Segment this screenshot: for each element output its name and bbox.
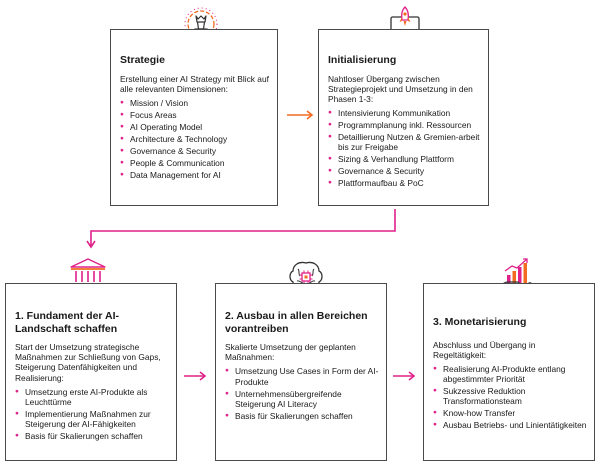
list-item: Umsetzung erste AI-Produkte als Leuchttü… xyxy=(15,387,170,407)
list-item: Intensivierung Kommunikation xyxy=(328,108,482,118)
list-item: Sizing & Verhandlung Plattform xyxy=(328,154,482,164)
brain-chip-icon xyxy=(289,261,323,292)
phase1-title: 1. Fundament der AI-Landschaft schaffen xyxy=(15,310,120,335)
strategie-list: Mission / Vision Focus Areas AI Operatin… xyxy=(120,98,269,180)
list-item: Mission / Vision xyxy=(120,98,269,108)
list-item: Realisierung AI-Produkte entlang abgesti… xyxy=(433,364,588,384)
arrow-phase1-to-phase2 xyxy=(184,371,207,381)
phase1-desc: Start der Umsetzung strategische Maßnahm… xyxy=(15,342,161,383)
phase3-list: Realisierung AI-Produkte entlang abgesti… xyxy=(433,364,588,431)
arrow-initialisierung-to-phase1 xyxy=(86,209,396,249)
list-item: Detaillierung Nutzen & Gremien-arbeit bi… xyxy=(328,132,482,152)
initialisierung-title: Initialisierung xyxy=(328,54,397,66)
phase2-box: 2. Ausbau in allen Bereichen vorantreibe… xyxy=(215,283,387,461)
list-item: Sukzessive Reduktion Transformationsteam xyxy=(433,386,588,406)
list-item: Basis für Skalierungen schaffen xyxy=(225,411,380,421)
list-item: Implementierung Maßnahmen zur Steigerung… xyxy=(15,409,170,429)
list-item: Focus Areas xyxy=(120,110,269,120)
list-item: Basis für Skalierungen schaffen xyxy=(15,431,170,441)
strategie-box: Strategie Erstellung einer AI Strategy m… xyxy=(110,29,278,206)
phase3-box: 3. Monetarisierung Abschluss und Übergan… xyxy=(423,283,595,461)
list-item: Governance & Security xyxy=(328,166,482,176)
phase2-title: 2. Ausbau in allen Bereichen vorantreibe… xyxy=(225,310,368,335)
strategie-desc: Erstellung einer AI Strategy mit Blick a… xyxy=(120,73,269,94)
phase3-title: 3. Monetarisierung xyxy=(433,316,527,328)
list-item: Plattformaufbau & PoC xyxy=(328,178,482,188)
initialisierung-box: Initialisierung Nahtloser Übergang zwisc… xyxy=(318,29,489,206)
initialisierung-list: Intensivierung Kommunikation Programmpla… xyxy=(328,108,482,189)
arrow-phase2-to-phase3 xyxy=(393,371,416,381)
phase1-box: 1. Fundament der AI-Landschaft schaffen … xyxy=(5,283,177,461)
list-item: Governance & Security xyxy=(120,146,269,156)
arrow-strategie-to-initialisierung xyxy=(287,110,314,120)
phase3-desc: Abschluss und Übergang in Regeltätigkeit… xyxy=(433,339,536,360)
list-item: Know-how Transfer xyxy=(433,408,588,418)
list-item: Ausbau Betriebs- und Linientätigkeiten xyxy=(433,420,588,430)
list-item: AI Operating Model xyxy=(120,122,269,132)
list-item: Architecture & Technology xyxy=(120,134,269,144)
phase2-list: Umsetzung Use Cases in Form der AI-Produ… xyxy=(225,366,380,421)
list-item: Data Management for AI xyxy=(120,170,269,180)
phase1-list: Umsetzung erste AI-Produkte als Leuchttü… xyxy=(15,387,170,442)
phase2-desc: Skalierte Umsetzung der geplanten Maßnah… xyxy=(225,342,356,363)
list-item: Unternehmensübergreifende Steigerung AI … xyxy=(225,389,380,409)
list-item: Programmplanung inkl. Ressourcen xyxy=(328,120,482,130)
list-item: Umsetzung Use Cases in Form der AI-Produ… xyxy=(225,366,380,386)
list-item: People & Communication xyxy=(120,158,269,168)
initialisierung-desc: Nahtloser Übergang zwischen Strategiepro… xyxy=(328,73,473,104)
strategie-title: Strategie xyxy=(120,54,165,66)
